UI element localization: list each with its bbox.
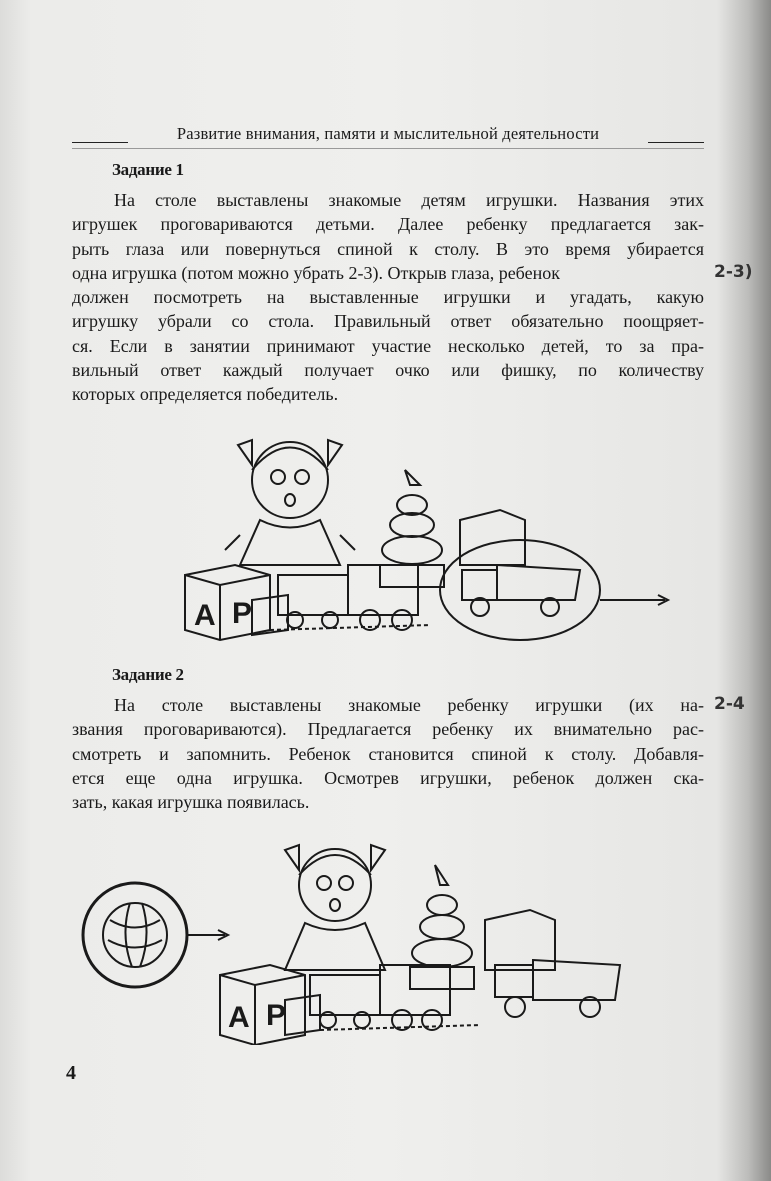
arrow-right-icon bbox=[600, 594, 671, 606]
text-line: На столе выставлены знакомые детям игруш… bbox=[114, 190, 704, 210]
text-line: зать, какая игрушка появилась. bbox=[72, 792, 310, 813]
header-rule-right bbox=[648, 141, 704, 143]
block-stack bbox=[484, 908, 556, 971]
toy-train bbox=[269, 564, 431, 631]
text-line: одна игрушка (потом можно убрать 2-3). О… bbox=[72, 262, 560, 283]
task1-title: Задание 1 bbox=[112, 160, 184, 179]
cube-letter: Р bbox=[266, 999, 286, 1032]
handwritten-note: 2-3) bbox=[714, 262, 753, 282]
header-rule-left bbox=[72, 141, 128, 143]
task2-title: Задание 2 bbox=[112, 665, 184, 684]
letter-cubes: А Р bbox=[184, 563, 289, 642]
illustration-toys-2: А Р bbox=[81, 843, 622, 1045]
text-line: На столе выставлены знакомые ребенку игр… bbox=[114, 695, 704, 715]
page-number: 4 bbox=[66, 1062, 76, 1084]
text-line: рыть глаза или повернуться спиной к стол… bbox=[72, 238, 704, 259]
text-line: смотреть и запомнить. Ребенок становится… bbox=[72, 743, 704, 764]
ball-in-circle bbox=[81, 881, 189, 989]
illustration-toys-1: А Р bbox=[184, 438, 671, 642]
toy-train bbox=[309, 964, 481, 1031]
toy-pyramid bbox=[379, 469, 445, 588]
arrow-right-icon bbox=[188, 929, 231, 941]
task1-paragraph: На столе выставлены знакомые детям игруш… bbox=[72, 188, 704, 407]
text-line: ется еще одна игрушка. Осмотрев игрушки,… bbox=[72, 767, 704, 788]
text-line: звания проговариваются). Предлагается ре… bbox=[72, 719, 704, 740]
block-stack bbox=[459, 508, 526, 566]
cube-letter: Р bbox=[232, 597, 252, 630]
girl-figure bbox=[224, 438, 356, 566]
text-line: игрушек проговариваются детьми. Далее ре… bbox=[72, 214, 704, 235]
toy-truck bbox=[494, 958, 622, 1018]
running-header: Развитие внимания, памяти и мыслительной… bbox=[72, 124, 704, 146]
running-title: Развитие внимания, памяти и мыслительной… bbox=[176, 124, 600, 143]
truck-in-circle bbox=[439, 539, 601, 641]
letter-cubes: А Р bbox=[219, 963, 321, 1045]
text-line: игрушку убрали со стола. Правильный отве… bbox=[72, 311, 704, 332]
girl-figure bbox=[283, 843, 387, 971]
text-line: вильный ответ каждый получает очко или ф… bbox=[72, 360, 704, 381]
cube-letter: А bbox=[228, 1001, 250, 1034]
toy-pyramid bbox=[409, 864, 475, 990]
task2-paragraph: На столе выставлены знакомые ребенку игр… bbox=[72, 693, 704, 814]
text-line: должен посмотреть на выставленные игрушк… bbox=[72, 287, 704, 308]
cube-letter: А bbox=[194, 599, 216, 632]
handwritten-note: 2-4 bbox=[714, 694, 745, 714]
text-line: которых определяется победитель. bbox=[72, 384, 339, 405]
header-divider bbox=[72, 148, 704, 149]
text-line: ся. Если в занятии принимают участие нес… bbox=[72, 335, 704, 356]
